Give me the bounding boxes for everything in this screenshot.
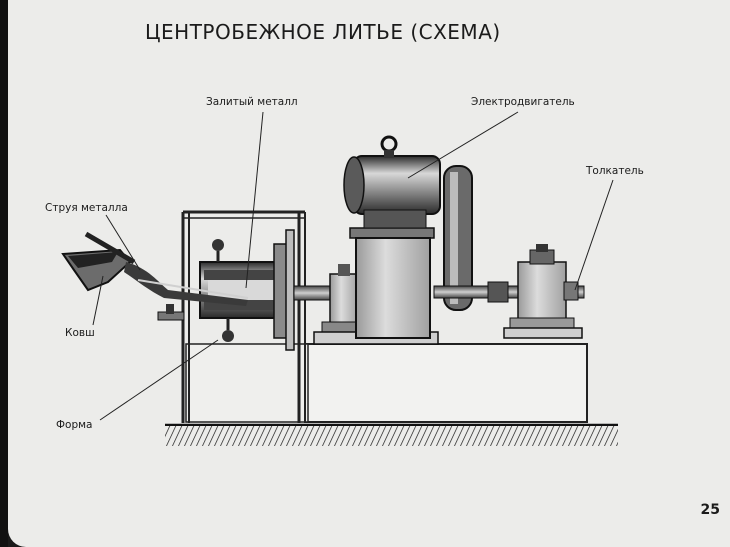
label-electric-motor: Электродвигатель [471,96,575,108]
pusher-bearing [503,244,583,339]
slide: ЦЕНТРОБЕЖНОЕ ЛИТЬЕ (СХЕМА) Залитый метал… [8,0,730,547]
ground [165,423,618,446]
ladle-support [157,304,185,321]
electric-motor [343,135,441,229]
drive-pulley [443,165,473,311]
label-pusher: Толкатель [586,165,644,177]
label-mold: Форма [56,419,93,431]
page-number: 25 [700,502,720,518]
centrifugal-casting-diagram [61,111,618,446]
motor-pedestal [349,227,435,339]
leader-lines [92,111,614,421]
label-poured-metal: Залитый металл [206,96,298,108]
mold-frame [181,210,306,423]
base-platform [185,343,588,423]
mold-form [199,229,295,351]
label-metal-stream: Струя металла [45,202,128,214]
metal-stream [124,262,249,306]
slide-edge [0,0,8,547]
diagram-title: ЦЕНТРОБЕЖНОЕ ЛИТЬЕ (СХЕМА) [145,20,501,44]
label-ladle: Ковш [65,327,95,339]
ladle [61,231,136,292]
